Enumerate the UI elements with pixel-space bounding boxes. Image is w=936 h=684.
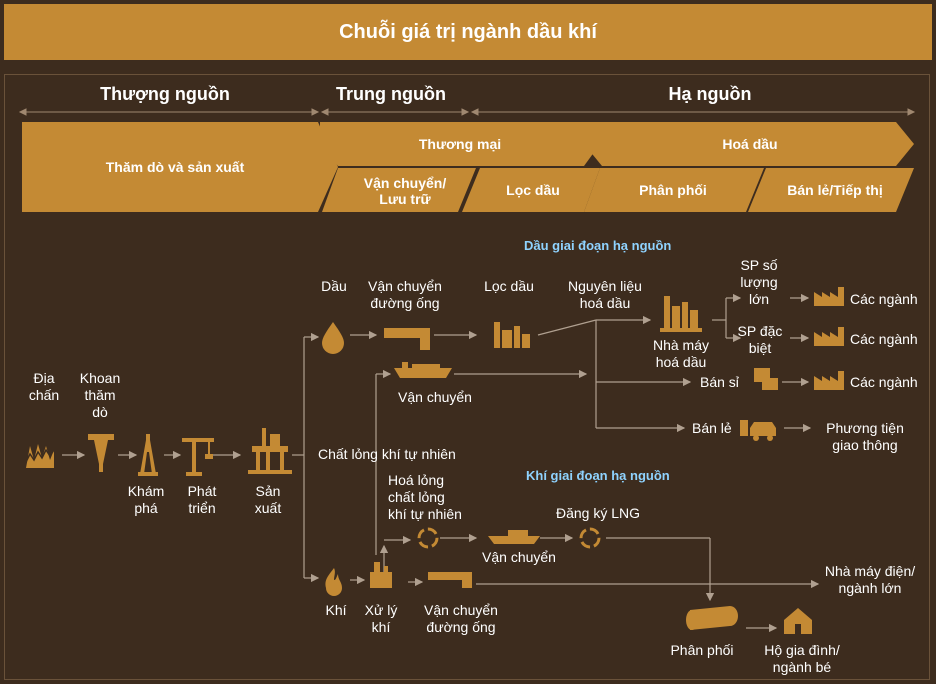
band-refining: Lọc dầu: [506, 182, 560, 198]
stage-upstream: Thượng nguồn: [100, 84, 230, 104]
node-gas-pipeline: Vận chuyển đường ống: [424, 602, 498, 635]
crane-icon: [182, 438, 214, 476]
node-petrochem-plant: Nhà máy hoá dầu: [652, 337, 710, 370]
tanker-ship-icon: [394, 362, 452, 378]
node-households: Hộ gia đình/ ngành bé: [764, 642, 840, 675]
node-vehicles: Phương tiện giao thông: [826, 420, 904, 453]
drill-rig-icon: [88, 434, 114, 472]
band-petrochemical: Hoá dầu: [722, 136, 778, 152]
diagram-frame: [4, 74, 930, 680]
node-natural-gas-liquids: Chất lỏng khí tự nhiên: [318, 446, 456, 462]
stage-brackets: [18, 108, 916, 116]
pipeline-icon: [428, 572, 472, 588]
band-distribution: Phân phối: [639, 182, 707, 198]
cycle-icon: [417, 527, 601, 549]
node-exploration: Khám phá: [127, 483, 165, 516]
node-industry-1: Các ngành: [850, 291, 918, 307]
lng-ship-icon: [488, 530, 540, 544]
pipeline-icon: [384, 328, 430, 350]
refinery-icon: [494, 322, 530, 348]
node-liquefaction: Hoá lỏng chất lỏng khí tự nhiên: [388, 472, 462, 522]
node-gas: Khí: [325, 602, 347, 618]
node-production: Sản xuất: [254, 483, 282, 516]
band-retail-marketing: Bán lẻ/Tiếp thị: [787, 182, 883, 198]
node-wholesale: Bán sỉ: [700, 374, 739, 390]
node-lng-regas: Đăng ký LNG: [555, 505, 641, 521]
derrick-icon: [138, 434, 158, 476]
gas-pump-car-icon: [740, 420, 776, 441]
node-drilling: Khoan thăm dò: [79, 370, 121, 420]
factory-icon: [814, 287, 844, 390]
node-gas-distribution: Phân phối: [670, 642, 734, 658]
band-explore-production: Thăm dò và sản xuất: [105, 159, 245, 175]
node-sp-special: SP đặc biệt: [737, 323, 783, 356]
flame-icon: [325, 568, 342, 596]
node-lng-shipping: Vận chuyển: [482, 549, 556, 565]
oil-drop-icon: [322, 322, 344, 354]
node-sp-bulk: SP số lượng lớn: [740, 257, 778, 307]
node-gas-processing: Xử lý khí: [364, 602, 398, 635]
node-seismic: Địa chấn: [28, 370, 60, 403]
node-oil-shipping: Vận chuyển: [398, 389, 472, 405]
house-icon: [784, 608, 812, 634]
section-label-oil-downstream: Dầu giai đoạn hạ nguồn: [524, 238, 672, 253]
wholesale-boxes-icon: [754, 368, 778, 390]
node-oil: Dầu: [321, 278, 347, 294]
stage-midstream: Trung nguồn: [336, 84, 446, 104]
distribution-pipe-icon: [686, 606, 738, 630]
seismic-icon: [25, 444, 55, 468]
node-industry-2: Các ngành: [850, 331, 918, 347]
node-retail: Bán lẻ: [692, 420, 732, 436]
offshore-platform-icon: [248, 428, 292, 474]
section-label-gas-downstream: Khí giai đoạn hạ nguồn: [526, 468, 670, 483]
page-title: Chuỗi giá trị ngành dầu khí: [4, 4, 932, 60]
node-development: Phát triển: [187, 483, 217, 516]
node-power-plant: Nhà máy điện/ ngành lớn: [824, 563, 916, 596]
band-transport-storage: Vận chuyển/ Lưu trữ: [363, 175, 447, 207]
node-refinery: Lọc dầu: [484, 278, 534, 294]
node-petrochem-feedstock: Nguyên liệu hoá dầu: [568, 278, 642, 311]
node-oil-pipeline: Vận chuyển đường ống: [368, 278, 442, 311]
node-industry-3: Các ngành: [850, 374, 918, 390]
value-chain-bands: [22, 122, 914, 212]
factory-icon: [660, 296, 702, 332]
gas-processing-icon: [370, 562, 392, 588]
stage-downstream: Hạ nguồn: [668, 84, 752, 104]
band-trade: Thương mại: [418, 136, 502, 152]
